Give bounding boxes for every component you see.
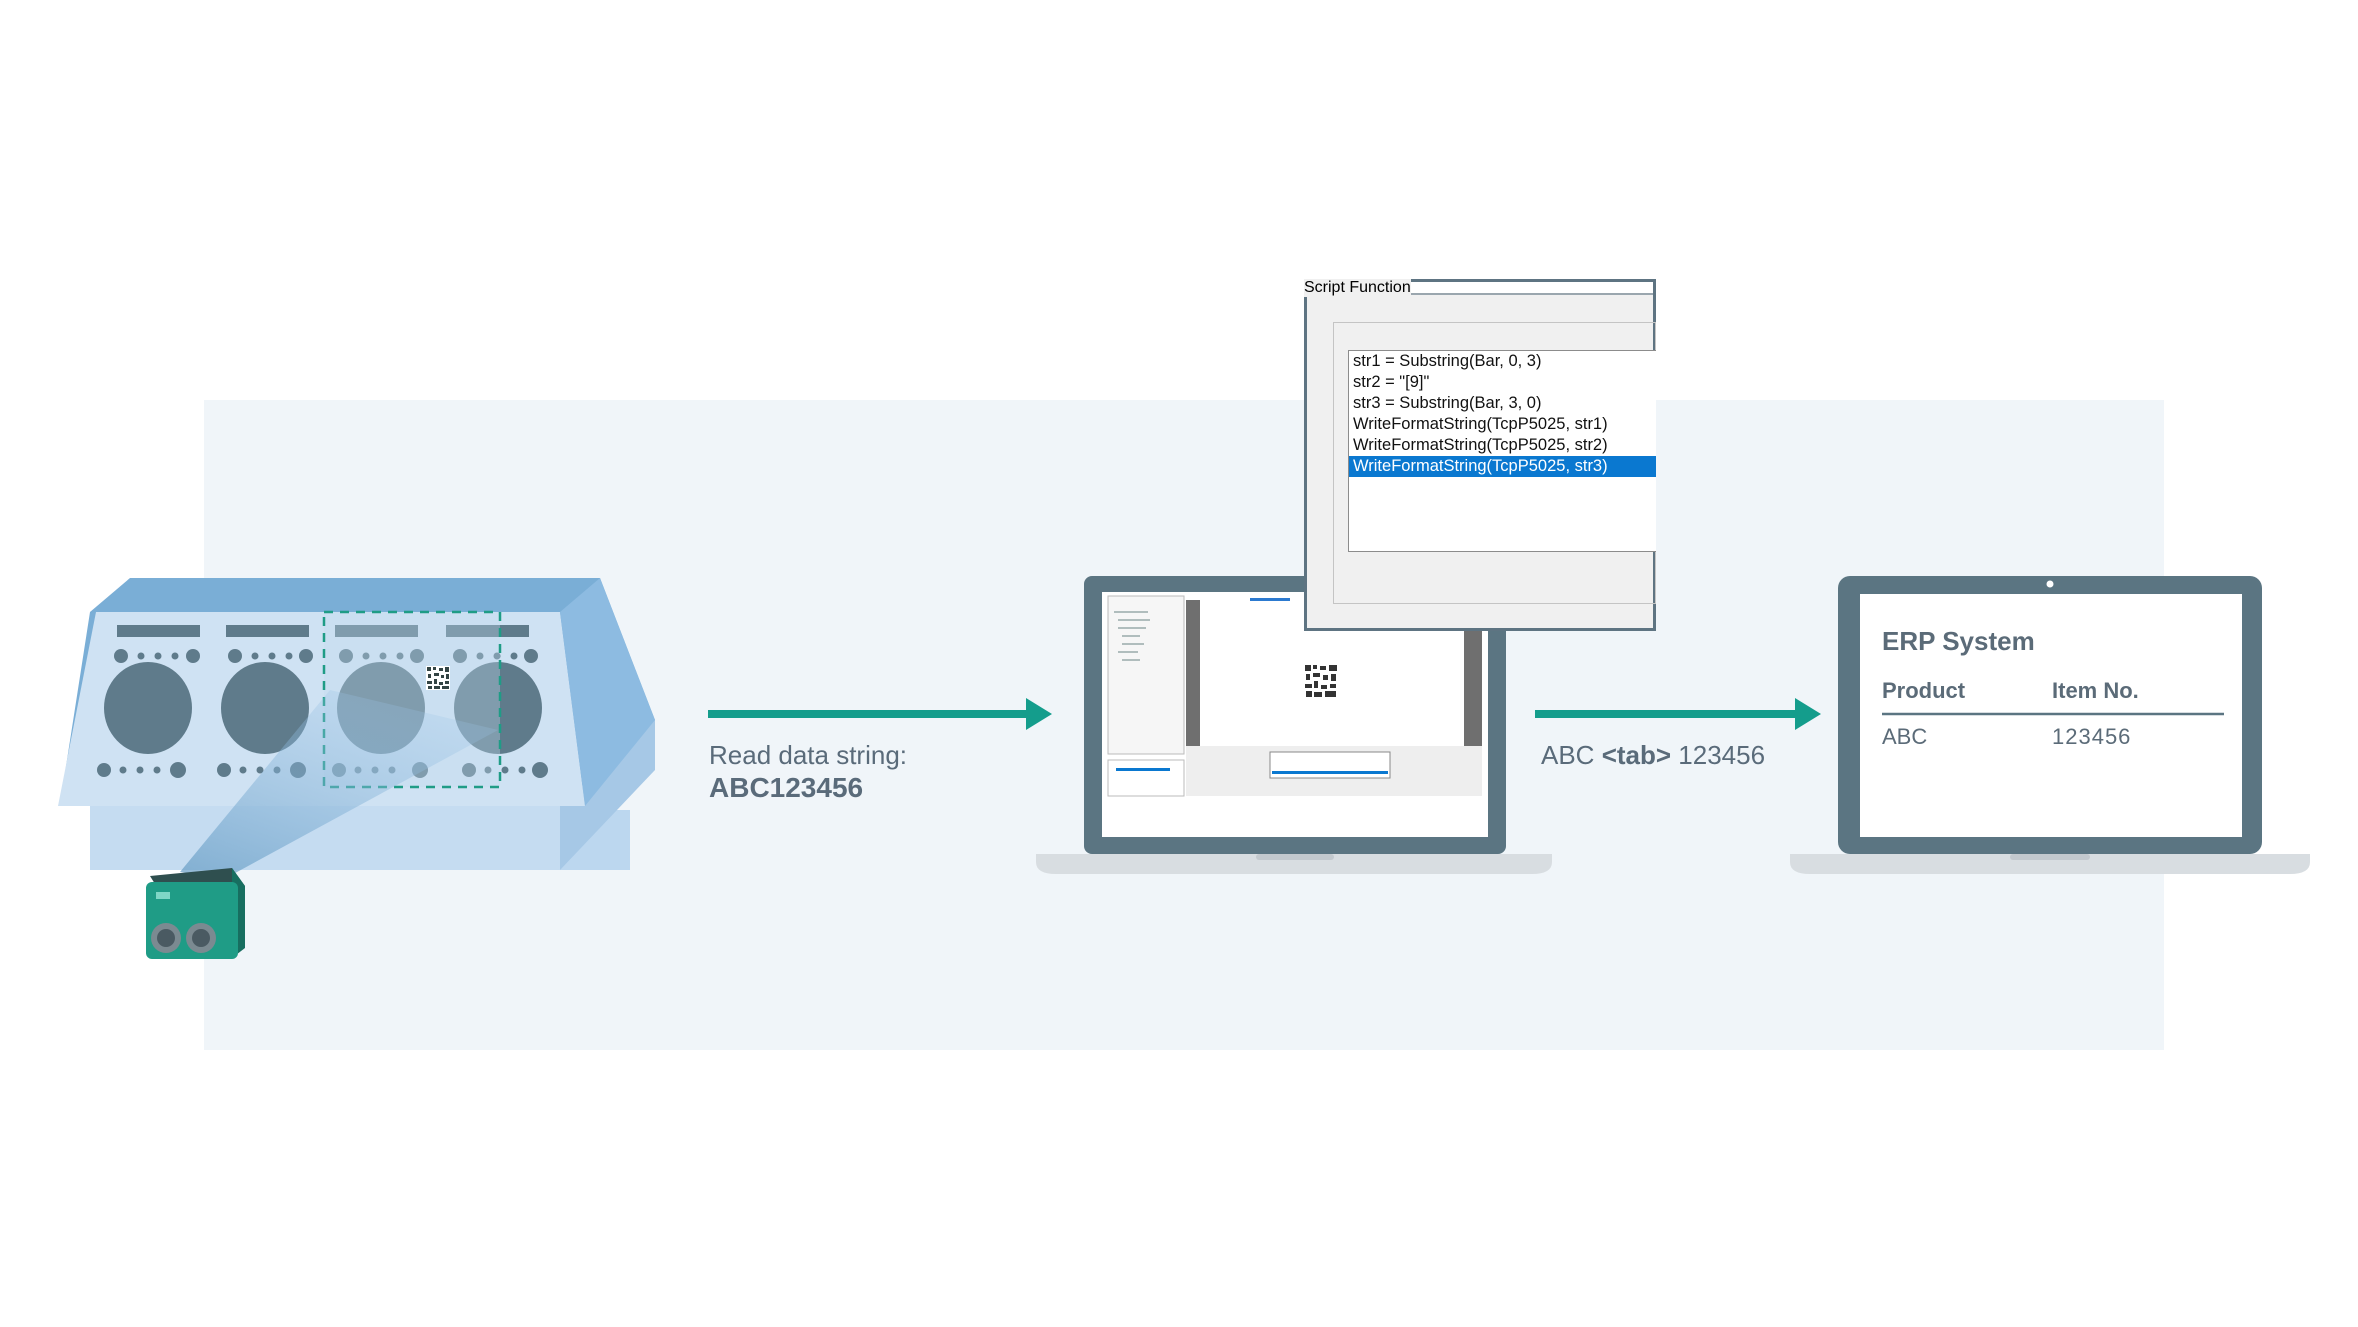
script-function-legend: Script Function [1304, 279, 1411, 297]
output-string: ABC <tab> 123456 [1541, 740, 1765, 771]
script-line[interactable]: WriteFormatString(TcpP5025, str1) [1353, 415, 1608, 433]
data-matrix-code-icon [426, 666, 450, 690]
script-function-window: str1 = Substring(Bar, 0, 3) str2 = "[9]" s… [1304, 279, 1656, 631]
read-value: ABC123456 [709, 772, 864, 803]
arrow-pc-to-erp [1535, 698, 1821, 730]
script-line[interactable]: str1 = Substring(Bar, 0, 3) [1353, 352, 1542, 370]
cylinder-bore [104, 662, 192, 754]
camera-field-of-view [180, 690, 498, 878]
erp-title: ERP System [1882, 626, 2035, 656]
fixture-right-face [560, 578, 655, 806]
laptop-base [1790, 854, 2310, 874]
script-line[interactable]: WriteFormatString(TcpP5025, str3) [1349, 456, 1656, 477]
laptop-pc [1036, 576, 1552, 874]
read-caption: Read data string: [709, 740, 908, 770]
erp-header-product: Product [1882, 678, 1966, 703]
laptop-erp [1790, 576, 2310, 874]
script-listbox[interactable]: str1 = Substring(Bar, 0, 3) str2 = "[9]" s… [1348, 350, 1656, 552]
output-tab: <tab> [1601, 740, 1672, 770]
cylinder-bore [221, 662, 309, 754]
laptop-base [1036, 854, 1552, 874]
barcode-camera-icon [146, 868, 245, 959]
slot [117, 625, 200, 637]
bolt-holes-top [114, 649, 538, 663]
output-part1: ABC [1541, 740, 1602, 770]
slot [335, 625, 418, 637]
erp-cell-product: ABC [1882, 724, 1927, 749]
script-line[interactable]: str3 = Substring(Bar, 3, 0) [1353, 394, 1542, 412]
erp-cell-item-no: 123456 [2052, 724, 2131, 749]
laptop-screen [1860, 594, 2242, 837]
fixture-base-right [560, 720, 655, 870]
slot [446, 625, 529, 637]
arrow-fixture-to-pc [708, 698, 1052, 730]
data-matrix-code-icon [1304, 664, 1338, 698]
slot [226, 625, 309, 637]
output-part2: 123456 [1671, 740, 1766, 770]
webcam [2046, 580, 2054, 588]
script-line[interactable]: str2 = "[9]" [1353, 373, 1430, 391]
script-line[interactable]: WriteFormatString(TcpP5025, str2) [1353, 436, 1608, 454]
erp-header-item-no: Item No. [2052, 678, 2139, 703]
